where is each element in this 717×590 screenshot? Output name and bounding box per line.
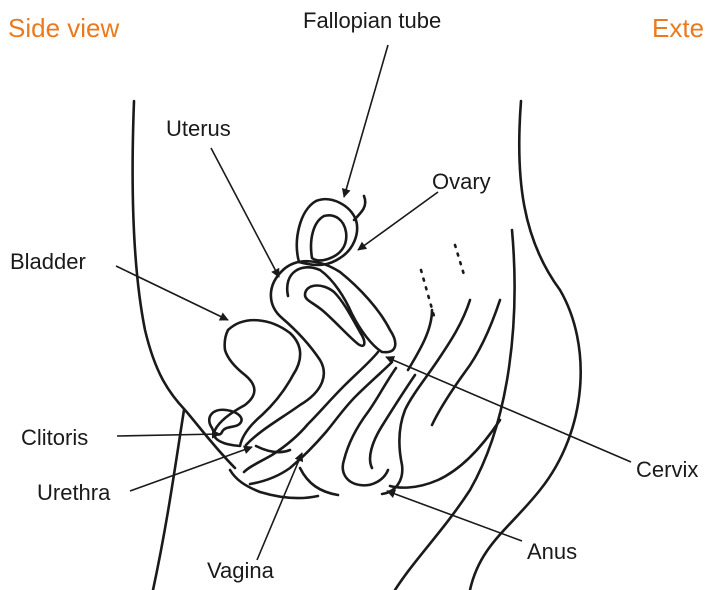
external-view-heading: Exte bbox=[652, 13, 704, 43]
leader-uterus bbox=[211, 148, 279, 277]
side-view-heading: Side view bbox=[8, 13, 119, 43]
label-uterus: Uterus bbox=[166, 116, 231, 141]
label-ovary: Ovary bbox=[432, 169, 491, 194]
label-bladder: Bladder bbox=[10, 249, 86, 274]
clitoris-shape bbox=[209, 410, 241, 435]
leader-fallopian-tube bbox=[344, 45, 388, 197]
leader-clitoris bbox=[117, 434, 220, 436]
label-fallopian-tube: Fallopian tube bbox=[303, 8, 441, 33]
leader-vagina bbox=[257, 453, 302, 560]
leader-bladder bbox=[116, 266, 228, 320]
label-clitoris: Clitoris bbox=[21, 425, 88, 450]
leader-urethra bbox=[130, 447, 252, 491]
label-anus: Anus bbox=[527, 539, 577, 564]
label-urethra: Urethra bbox=[37, 480, 111, 505]
leader-anus bbox=[387, 491, 522, 541]
label-cervix: Cervix bbox=[636, 457, 698, 482]
label-vagina: Vagina bbox=[207, 558, 275, 583]
leader-ovary bbox=[358, 192, 438, 250]
body-outline bbox=[133, 101, 581, 590]
